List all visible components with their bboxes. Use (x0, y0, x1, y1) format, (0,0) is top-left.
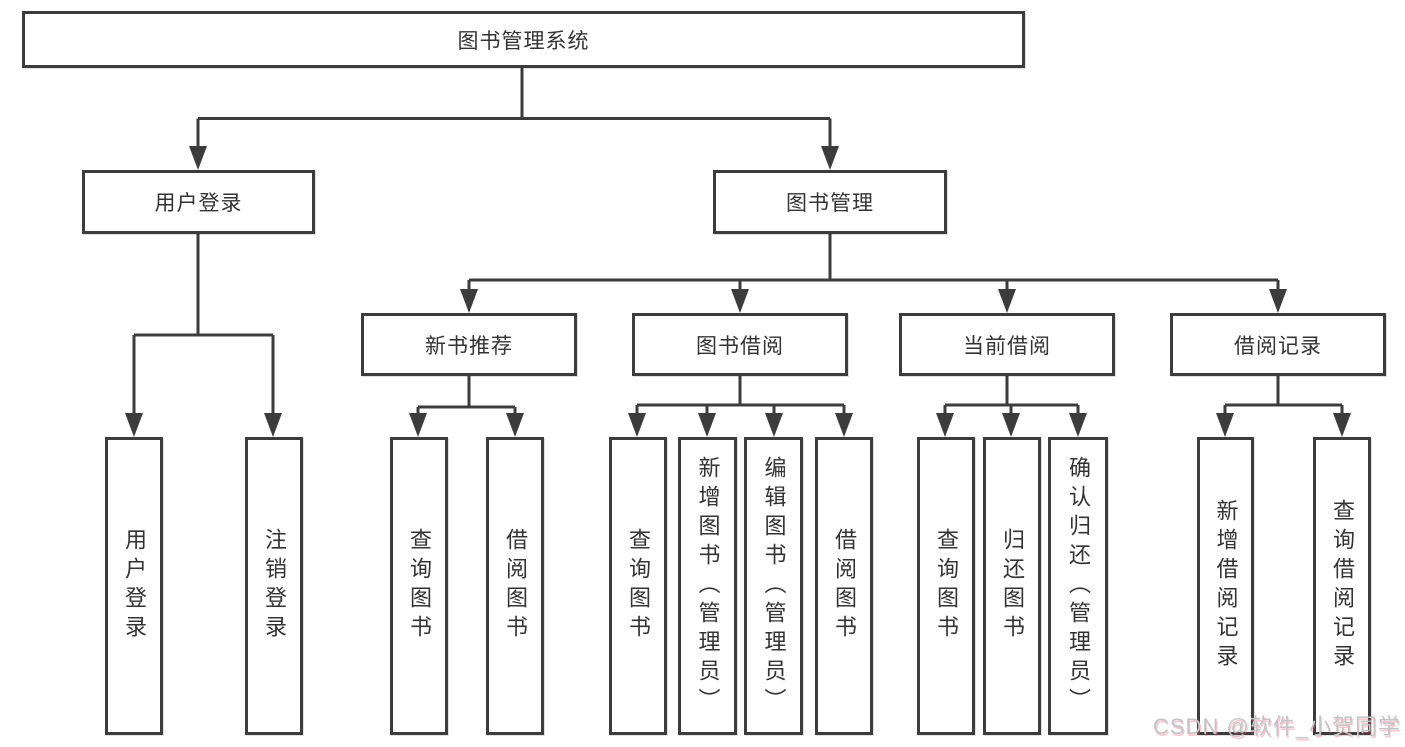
leaf-cb-return-book: 归还图书 (983, 437, 1041, 735)
arrowheads (125, 146, 1351, 437)
node-user-login: 用户登录 (82, 170, 315, 234)
leaf-bb-query-book-label: 查询图书 (626, 528, 651, 644)
leaf-bb-add-book-admin-label: 新增图书（管理员） (695, 455, 721, 717)
leaf-cb-confirm-return-admin: 确认归还（管理员） (1048, 437, 1108, 735)
csdn-watermark: CSDN @软件_小贺同学 (1152, 714, 1401, 739)
node-book-borrow: 图书借阅 (632, 313, 848, 376)
leaf-br-query-record-label: 查询借阅记录 (1330, 499, 1355, 673)
leaf-user-login-label: 用户登录 (122, 528, 147, 644)
node-new-book-recommend-label: 新书推荐 (425, 334, 513, 358)
leaf-br-query-record: 查询借阅记录 (1313, 437, 1371, 735)
leaf-bb-borrow-book-label: 借阅图书 (832, 528, 857, 644)
node-root: 图书管理系统 (22, 11, 1025, 68)
leaf-br-add-record: 新增借阅记录 (1197, 437, 1254, 735)
node-new-book-recommend: 新书推荐 (361, 313, 577, 376)
leaf-cb-confirm-return-admin-label: 确认归还（管理员） (1066, 455, 1091, 717)
leaf-bb-borrow-book: 借阅图书 (815, 437, 873, 735)
node-borrow-record-label: 借阅记录 (1234, 334, 1322, 358)
node-borrow-record: 借阅记录 (1170, 313, 1386, 376)
leaf-nb-borrow-book: 借阅图书 (486, 437, 544, 735)
leaf-nb-query-book-label: 查询图书 (407, 528, 432, 644)
leaf-nb-borrow-book-label: 借阅图书 (503, 528, 528, 644)
leaf-bb-edit-book-admin-label: 编辑图书（管理员） (761, 455, 787, 717)
leaf-cb-return-book-label: 归还图书 (1000, 528, 1025, 644)
node-current-borrow-label: 当前借阅 (963, 334, 1051, 358)
node-book-management-label: 图书管理 (786, 192, 874, 215)
leaf-logout-label: 注销登录 (262, 528, 287, 644)
node-root-label: 图书管理系统 (457, 29, 590, 53)
node-book-management: 图书管理 (713, 170, 947, 234)
leaf-bb-query-book: 查询图书 (609, 437, 667, 735)
leaf-cb-query-book-label: 查询图书 (934, 528, 959, 644)
leaf-user-login: 用户登录 (105, 437, 163, 735)
leaf-nb-query-book: 查询图书 (390, 437, 448, 735)
leaf-br-add-record-label: 新增借阅记录 (1213, 499, 1239, 673)
leaf-cb-query-book: 查询图书 (917, 437, 975, 735)
node-user-login-label: 用户登录 (154, 192, 243, 215)
leaf-logout: 注销登录 (245, 437, 303, 735)
leaf-bb-add-book-admin: 新增图书（管理员） (678, 437, 737, 735)
leaf-bb-edit-book-admin: 编辑图书（管理员） (744, 437, 803, 735)
node-current-borrow: 当前借阅 (899, 313, 1115, 376)
node-book-borrow-label: 图书借阅 (696, 334, 784, 358)
